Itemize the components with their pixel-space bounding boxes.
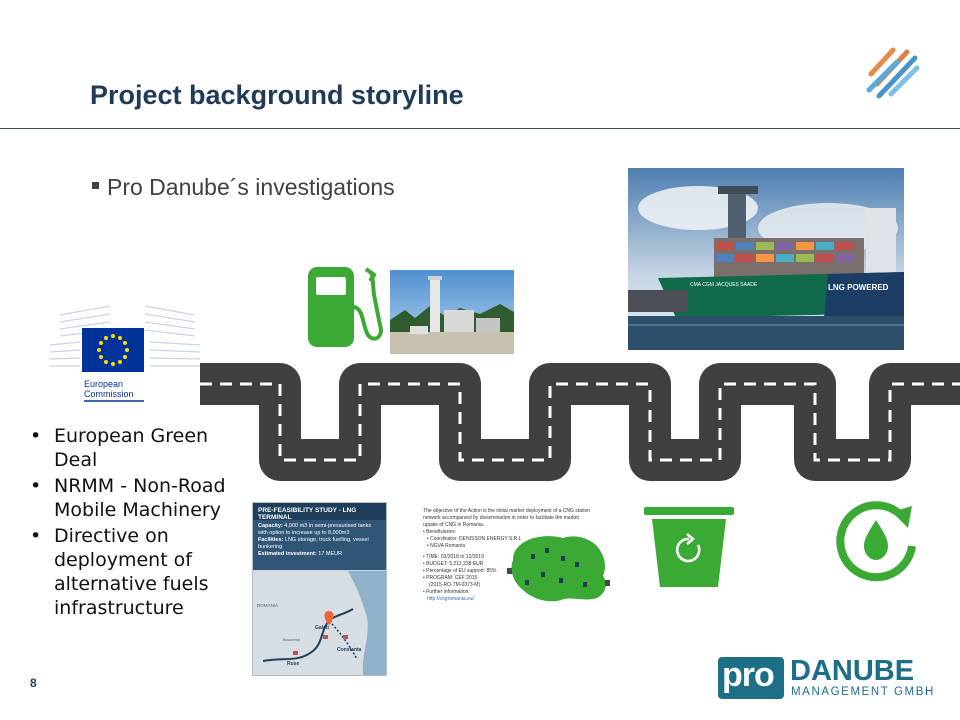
slide-title: Project background storyline [90,80,464,110]
map-label-galati: Galati [315,625,330,631]
pro-danube-logo: pro DANUBE MANAGEMENT GMBH [718,655,938,701]
map-label-ruse: Ruse [287,661,299,667]
cng-link[interactable]: http://cngromania.eu/ [427,596,474,602]
study-heading: PRE-FEASIBILITY STUDY - LNG TERMINAL [253,503,386,521]
cng-time: • TIME: 03/2018 to 12/2019 [423,554,484,560]
study-details: Capacity: 4,000 m3 in semi-pressurised t… [253,520,386,570]
cng-network-text: The objective of the Action is the initi… [423,508,593,603]
page-number: 8 [30,676,37,690]
list-item: Directive on deployment of alternative f… [30,524,245,620]
cng-beneficiaries: • Beneficiaries: [423,529,457,535]
cng-support: • Percentage of EU support: 85% [423,568,497,574]
lng-station-photo [390,270,514,354]
cng-coordinator: • Coordinator: DENISSON ENERGY S.R.L [427,536,522,542]
cng-partner: • NGVA Romania [427,543,466,549]
pro-logo-text: pro [722,656,775,694]
lng-container-ship-photo: CMA CGM JACQUES SAADE LNG POWERED [628,168,904,350]
map-label-constanta: Constanta [337,647,362,653]
cng-further: • Further information: [423,589,470,595]
cng-program-id: (2015-RO-TM-0373-M) [429,582,481,588]
brand-stripes-icon [866,47,920,99]
study-investment-label: Estimated investment: [258,551,317,557]
cng-intro: The objective of the Action is the initi… [423,508,591,528]
water-recycle-icon [836,501,916,582]
list-item: NRMM - Non-Road Mobile Machinery [30,474,245,522]
map-label-romania: ROMANIA [257,603,278,608]
main-bullet-text: Pro Danube´s investigations [107,174,395,200]
list-item: European Green Deal [30,424,245,472]
study-capacity-text: 4,000 m3 in semi-pressurised tanks with … [258,523,372,536]
winding-road [200,363,960,481]
eu-logo-line1: European [84,379,123,389]
study-route-map: Galati Constanta Ruse ROMANIA Bucuresti [253,571,386,675]
european-commission-logo: European Commission [50,305,200,402]
lng-terminal-study-card: PRE-FEASIBILITY STUDY - LNG TERMINAL Cap… [252,502,387,676]
eu-logo-line2: Commission [84,389,134,399]
ship-hull-slogan: LNG POWERED [828,283,889,292]
bullet-square-icon [92,182,99,190]
study-investment-text: 17 MEUR [318,551,343,557]
danube-logo-text: DANUBE [790,655,915,687]
title-divider [0,128,960,129]
study-facilities-text: LNG storage, truck fuelling, vessel bunk… [258,537,369,550]
study-capacity-label: Capacity: [258,523,283,529]
recycle-bin-icon [644,507,734,587]
ship-hull-name: CMA CGM JACQUES SAADE [690,282,758,288]
study-facilities-label: Facilities: [258,537,284,543]
romania-cng-map [507,536,610,602]
cng-program: • PROGRAM: CEF 2015 [423,575,478,581]
pro-logo-box [718,657,784,699]
map-label-bucuresti: Bucuresti [283,637,300,642]
policy-list: European Green Deal NRMM - Non-Road Mobi… [30,424,245,622]
cng-budget: • BUDGET: 5,212,238 EUR [423,561,484,567]
main-bullet: Pro Danube´s investigations [92,174,395,201]
fuel-pump-icon [308,267,383,347]
management-logo-text: MANAGEMENT GMBH [791,686,935,698]
